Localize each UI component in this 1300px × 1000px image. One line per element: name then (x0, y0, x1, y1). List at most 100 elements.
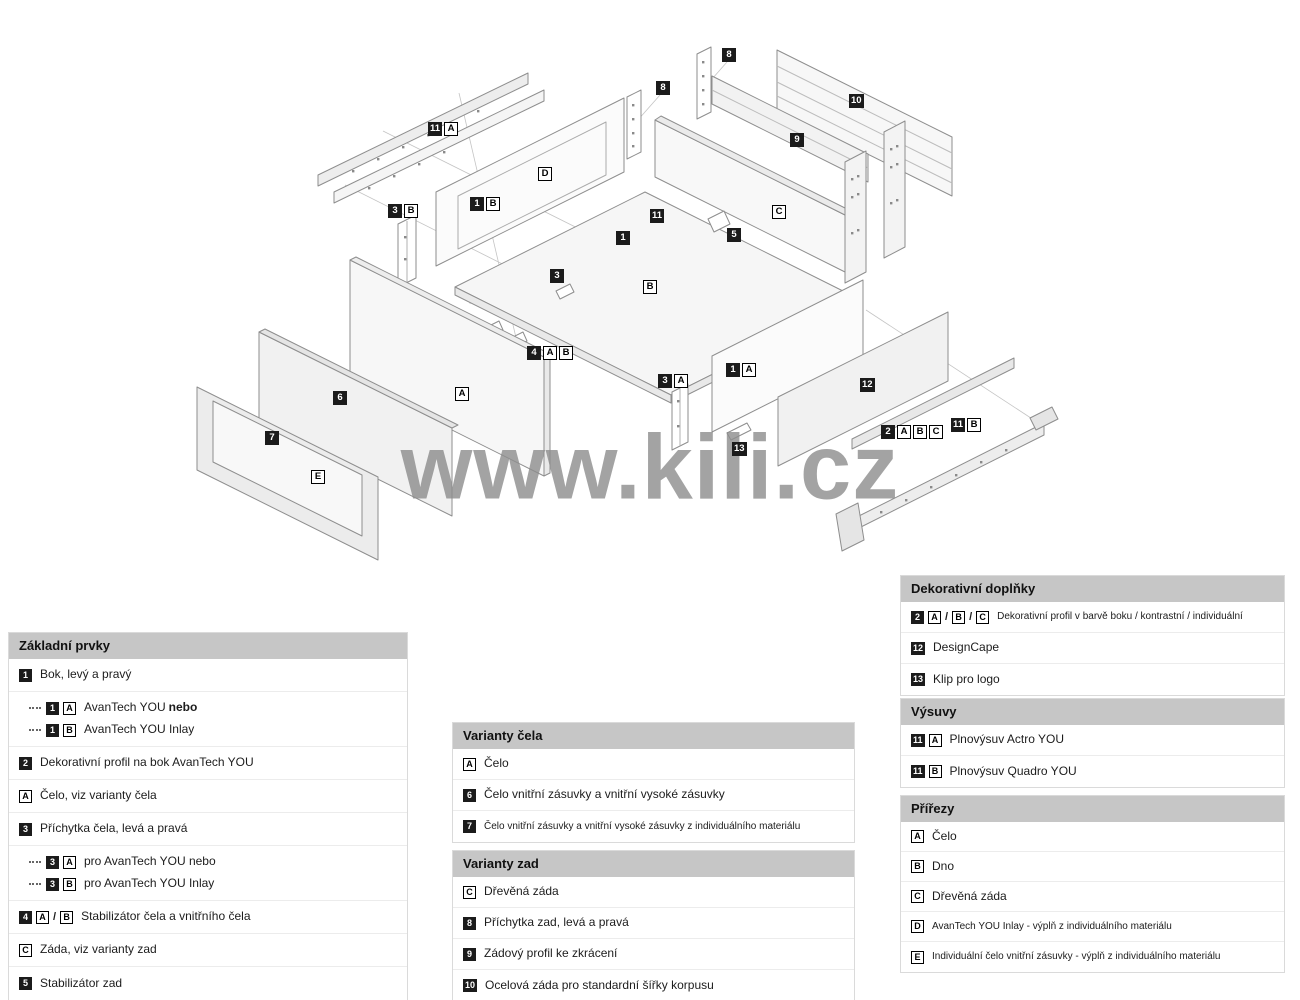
label-chip: 4 (527, 346, 541, 360)
legend-title: Přířezy (901, 796, 1284, 822)
watermark: www.kili.cz (400, 416, 900, 519)
legend-chip: 2 (19, 756, 32, 770)
label-chip: 10 (849, 94, 864, 108)
legend-row-text: DesignCape (933, 640, 1000, 655)
label-chip: 9 (790, 133, 804, 147)
legend-chip: C (19, 943, 32, 957)
label-chip: 7 (265, 431, 279, 445)
legend-row-text: Bok, levý a pravý (40, 667, 132, 682)
label-chip: B (486, 197, 500, 211)
diagram-label-9: 9 (790, 133, 804, 147)
chip-separator: / (53, 911, 57, 923)
label-chip: C (929, 425, 943, 439)
legend-row-text: Ocelová záda pro standardní šířky korpus… (485, 977, 714, 992)
diagram-label-7: 7 (265, 431, 279, 445)
legend-row-text: Zádový profil ke zkrácení (484, 946, 618, 961)
legend-zakladni-prvky: Základní prvky 1 Bok, levý a pravý 1 A A… (8, 632, 408, 1000)
legend-row-text: Individuální čelo vnitřní zásuvky - výpl… (932, 951, 1221, 963)
label-chip: A (742, 363, 756, 377)
label-chip: 5 (727, 228, 741, 242)
legend-row-text: AvanTech YOU Inlay (84, 722, 195, 737)
legend-chip: C (976, 610, 990, 624)
label-chip: B (967, 418, 982, 432)
legend-chip: B (928, 765, 942, 778)
diagram-label-10: 10 (849, 94, 864, 108)
legend-chip: C (911, 890, 924, 903)
label-chip: B (913, 425, 927, 439)
diagram-label-A: A (455, 387, 469, 401)
label-chip: 1 (726, 363, 740, 377)
legend-row: 11 B Plnovýsuv Quadro YOU (901, 756, 1284, 787)
part-runner-left-2 (333, 89, 545, 204)
legend-row-text: Příchytka zad, levá a pravá (484, 915, 629, 930)
legend-chip: 9 (463, 947, 476, 961)
label-chip: 8 (656, 81, 670, 95)
legend-row: 2 A / B / C Dekorativní profil v barvě b… (901, 602, 1284, 633)
label-chip: 8 (722, 48, 736, 62)
tree-dots (29, 707, 41, 709)
label-chip: A (444, 122, 459, 136)
legend-row-text: Stabilizátor čela a vnitřního čela (81, 909, 251, 924)
legend-subgroup: 3 A pro AvanTech YOU nebo 3 B pro AvanTe… (9, 846, 407, 901)
label-chip: 2 (881, 425, 895, 439)
legend-row-text: Záda, viz varianty zad (40, 942, 157, 957)
label-chip: D (538, 167, 552, 181)
diagram-label-D: D (538, 167, 552, 181)
label-chip: E (311, 470, 325, 484)
legend-chip: A (911, 830, 924, 843)
legend-row: C Záda, viz varianty zad (9, 934, 407, 967)
legend-row-sub: 3 B pro AvanTech YOU Inlay (9, 873, 407, 895)
legend-row-text: Dřevěná záda (932, 888, 1007, 903)
legend-chip: 6 (463, 788, 476, 802)
legend-title: Dekorativní doplňky (901, 576, 1284, 602)
legend-row: 1 Bok, levý a pravý (9, 659, 407, 692)
part-inlay-fill (457, 121, 607, 250)
legend-chip: B (63, 877, 76, 891)
diagram-label-C: C (772, 205, 786, 219)
legend-row: 13 Klip pro logo (901, 664, 1284, 695)
label-chip: A (543, 346, 557, 360)
part-individual-fill (212, 400, 363, 537)
legend-chip: 1 (46, 723, 59, 737)
legend-chip: A (928, 733, 942, 747)
legend-chip: 2 (911, 610, 924, 624)
legend-chip: 3 (19, 822, 32, 836)
legend-row: D AvanTech YOU Inlay - výplň z individuá… (901, 912, 1284, 942)
diagram-label-B: B (643, 280, 657, 294)
legend-varianty-zad: Varianty zad C Dřevěná záda 8 Příchytka … (452, 850, 855, 1000)
legend-row-text: Dřevěná záda (484, 884, 559, 899)
diagram-label-6: 6 (333, 391, 347, 405)
label-chip: 3 (550, 269, 564, 283)
legend-chip: 8 (463, 916, 476, 930)
legend-row: 5 Stabilizátor zad (9, 967, 407, 1000)
part-back-clip-left (626, 89, 642, 160)
legend-row: 11 A Plnovýsuv Actro YOU (901, 725, 1284, 756)
label-chip: A (674, 374, 688, 388)
diagram-label-3: 3 (550, 269, 564, 283)
legend-chip: B (63, 723, 76, 737)
legend-chip: A (463, 757, 476, 771)
legend-row-text: Čelo (932, 828, 957, 843)
legend-chip: 11 (911, 765, 925, 778)
legend-row: 8 Příchytka zad, levá a pravá (453, 908, 854, 939)
legend-chip: 3 (46, 855, 59, 869)
legend-row-text: Klip pro logo (933, 671, 1000, 686)
legend-row-text: Dekorativní profil v barvě boku / kontra… (997, 611, 1243, 623)
legend-vysuvy: Výsuvy 11 A Plnovýsuv Actro YOU 11 B Pln… (900, 698, 1285, 788)
part-front-clip (555, 283, 575, 300)
legend-row: 2 Dekorativní profil na bok AvanTech YOU (9, 747, 407, 780)
legend-row-text: Dekorativní profil na bok AvanTech YOU (40, 755, 254, 770)
legend-row: 3 Příchytka čela, levá a pravá (9, 813, 407, 846)
legend-row: A Čelo, viz varianty čela (9, 780, 407, 813)
legend-row: 7 Čelo vnitřní zásuvky a vnitřní vysoké … (453, 811, 854, 842)
tree-dots (29, 861, 41, 863)
legend-row: C Dřevěná záda (453, 877, 854, 908)
